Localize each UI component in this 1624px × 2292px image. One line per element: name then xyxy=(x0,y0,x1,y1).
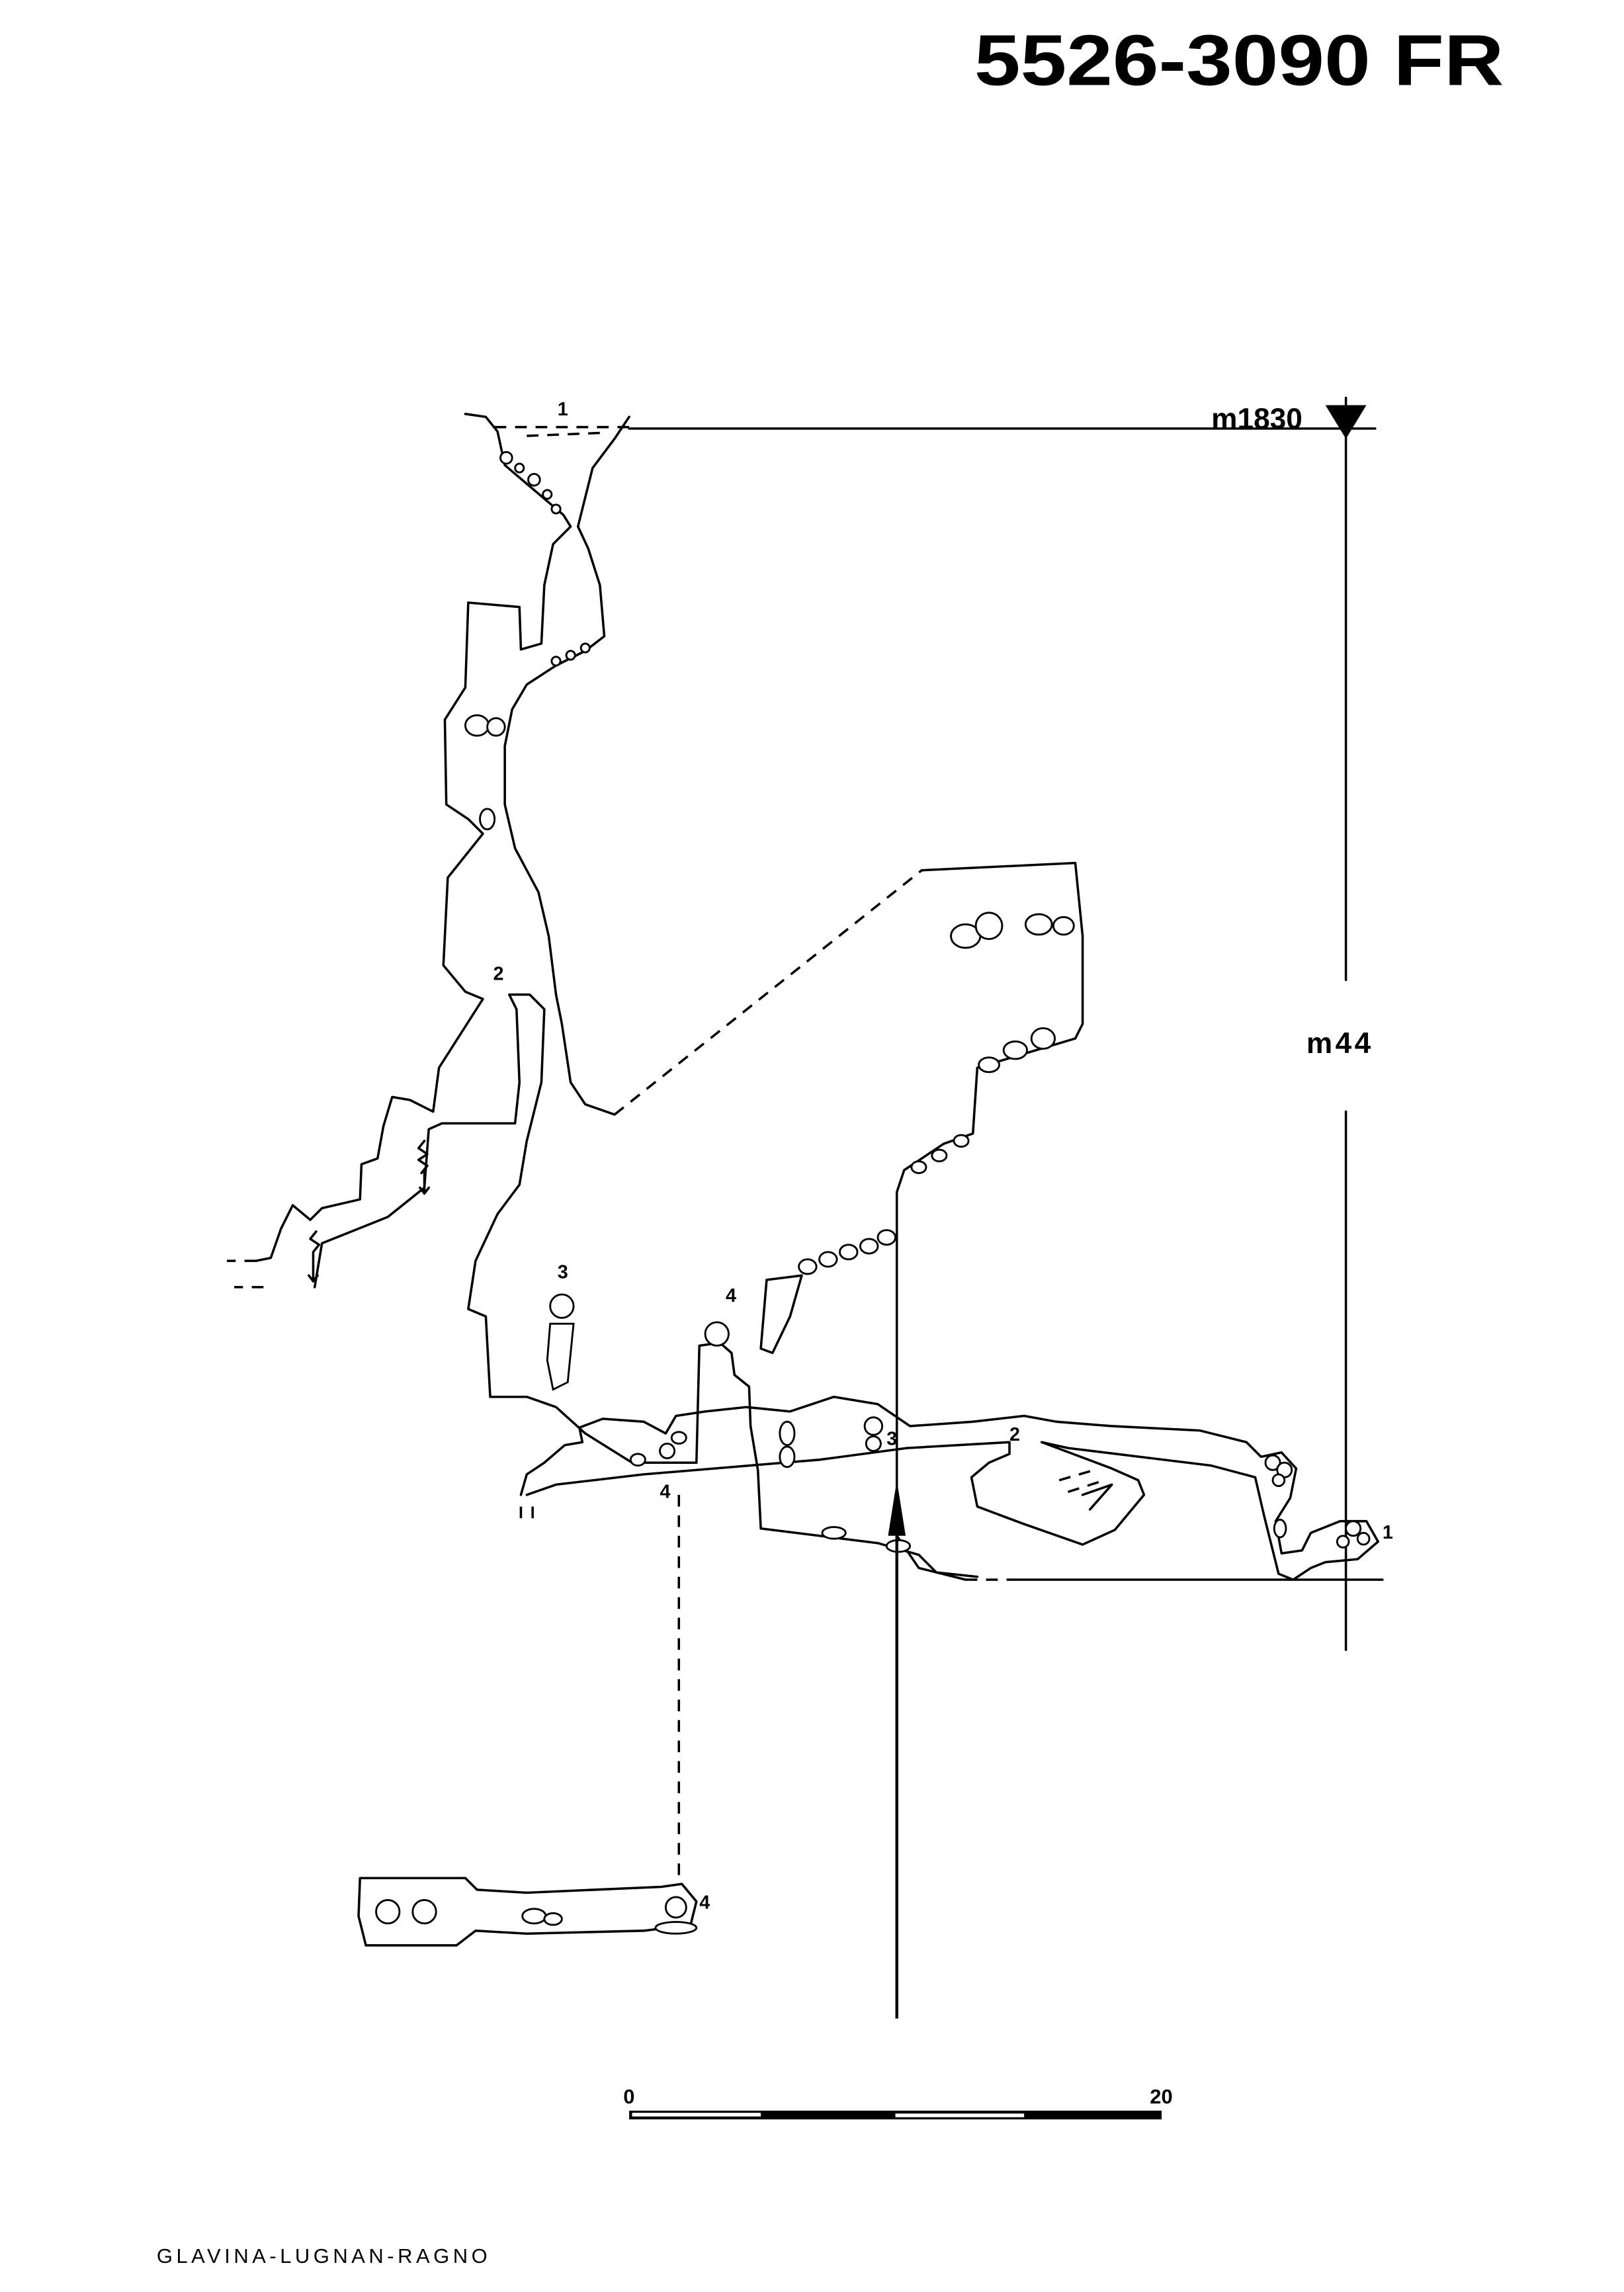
altitude-triangle-icon xyxy=(1325,405,1367,439)
water-arrow-icon xyxy=(308,1139,430,1283)
cadastral-code: 5526-3090 FR xyxy=(974,20,1504,100)
plan-point-3: 3 xyxy=(886,1429,897,1450)
cave-name: GLAVINA-LUGNAN-RAGNO xyxy=(157,2244,491,2268)
scale-end-label: 20 xyxy=(1150,2085,1172,2108)
cave-section-elevation: 1 2 3 4 xyxy=(227,399,1084,1581)
boulders xyxy=(464,450,1075,1553)
scale-bar: 0 20 xyxy=(623,2085,1173,2120)
section-point-3: 3 xyxy=(558,1262,568,1283)
section-point-1: 1 xyxy=(558,399,568,420)
plan-point-2: 2 xyxy=(1009,1424,1020,1445)
north-arrow-icon xyxy=(888,1480,906,2019)
entrance-altitude: m1830 xyxy=(1211,403,1303,435)
cave-plan-view: 4 3 2 1 4 xyxy=(357,1395,1393,1947)
section-right-wall xyxy=(503,415,630,1116)
section-lower-left-wall xyxy=(313,993,979,1578)
plan-point-4: 4 xyxy=(660,1481,671,1502)
section-point-2: 2 xyxy=(493,964,503,985)
plan-lower-point-4: 4 xyxy=(699,1892,710,1914)
plan-point-1: 1 xyxy=(1383,1522,1393,1543)
scale-start-label: 0 xyxy=(623,2085,634,2108)
plan-upper-wall xyxy=(519,1395,1380,1581)
section-point-4: 4 xyxy=(726,1285,736,1306)
section-left-wall xyxy=(255,413,572,1262)
cave-depth: m44 xyxy=(1306,1027,1374,1060)
